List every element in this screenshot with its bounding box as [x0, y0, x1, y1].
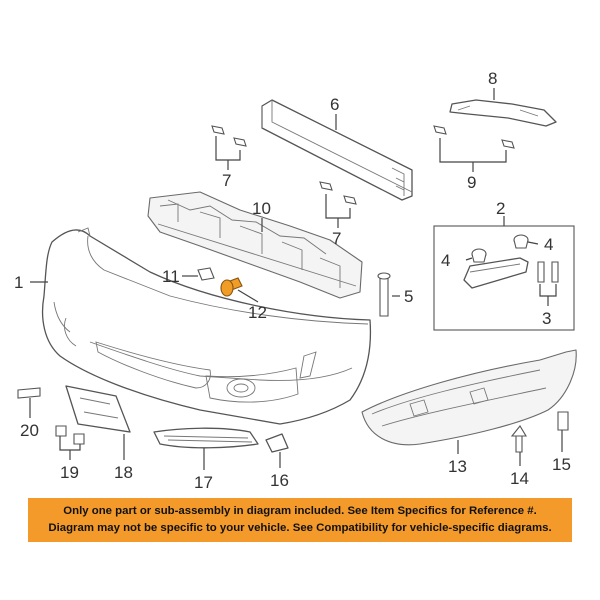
leader-lines: [29, 88, 563, 470]
reinforcement-bar: [261, 99, 413, 201]
clip-14: [510, 425, 527, 453]
stud-5: [377, 272, 391, 317]
callout-11: 11: [162, 267, 180, 286]
disclaimer-line-2: Diagram may not be specific to your vehi…: [48, 522, 552, 534]
push-pin-20: [17, 387, 41, 399]
bumper-cover: [41, 227, 372, 425]
callout-4a: 4: [441, 251, 450, 270]
callout-2: 2: [496, 199, 505, 218]
callout-7b: 7: [332, 229, 341, 248]
callout-13: 13: [448, 457, 467, 476]
license-bracket: [65, 385, 131, 433]
callout-14: 14: [510, 469, 529, 488]
lower-grille: [153, 427, 259, 449]
mounting-bracket: [449, 99, 557, 127]
side-bracket: [463, 234, 529, 289]
callout-20: 20: [20, 421, 39, 440]
disclaimer-banner: Only one part or sub-assembly in diagram…: [28, 498, 572, 542]
bolt-11: [197, 267, 215, 281]
callout-1: 1: [14, 273, 23, 292]
callout-15: 15: [552, 455, 571, 474]
callout-7a: 7: [222, 171, 231, 190]
callout-9: 9: [467, 173, 476, 192]
screw-3: [537, 261, 559, 283]
callout-10: 10: [252, 199, 271, 218]
bolt-12-highlighted: [220, 277, 243, 297]
bolt-15: [557, 411, 569, 431]
bolt-7b: [319, 181, 357, 205]
bolt-7a: [211, 125, 247, 147]
callout-18: 18: [114, 463, 133, 482]
callout-16: 16: [270, 471, 289, 490]
splash-shield: [361, 349, 577, 446]
callout-17: 17: [194, 473, 213, 492]
bolt-9: [433, 125, 515, 149]
callout-12: 12: [248, 303, 267, 322]
disclaimer-line-1: Only one part or sub-assembly in diagram…: [63, 505, 537, 517]
clip-16: [265, 433, 289, 453]
callout-5: 5: [404, 287, 413, 306]
callout-19: 19: [60, 463, 79, 482]
callout-8: 8: [488, 69, 497, 88]
callout-4b: 4: [544, 235, 553, 254]
screws-19: [55, 425, 85, 445]
callout-3: 3: [542, 309, 551, 328]
energy-absorber: [147, 191, 363, 299]
callout-6: 6: [330, 95, 339, 114]
